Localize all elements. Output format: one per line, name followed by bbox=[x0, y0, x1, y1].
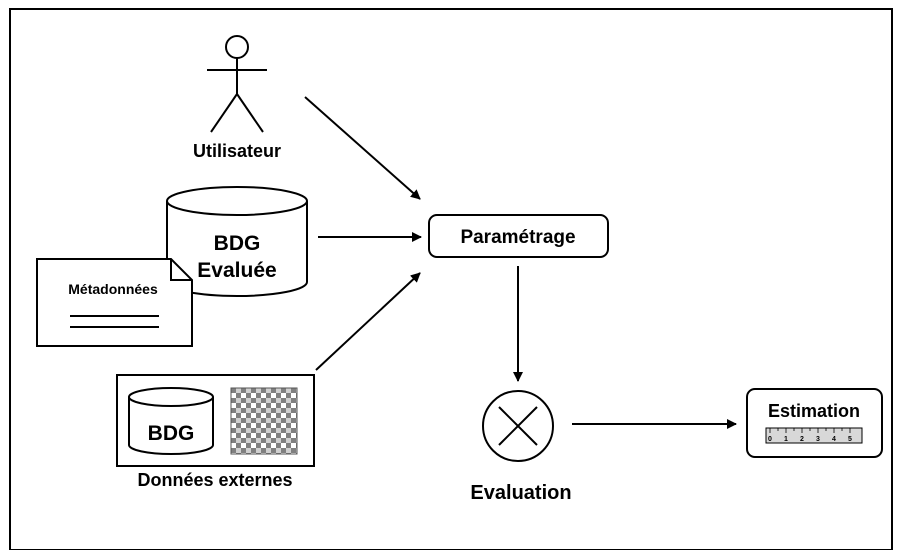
ruler-tick-label: 0 bbox=[768, 436, 772, 443]
ruler-tick-label: 1 bbox=[784, 436, 788, 443]
external-db-icon bbox=[128, 387, 214, 455]
estimation-label: Estimation bbox=[768, 401, 860, 421]
ruler-tick-label: 3 bbox=[816, 436, 820, 443]
evaluation-label: Evaluation bbox=[470, 482, 571, 504]
parametrage-box bbox=[428, 214, 609, 258]
raster-grid-icon bbox=[230, 387, 298, 455]
ruler-tick-label: 2 bbox=[800, 436, 804, 443]
ruler-icon: 0 1 2 3 4 5 bbox=[765, 427, 863, 444]
metadata-document-icon bbox=[36, 258, 193, 347]
ruler-tick-label: 5 bbox=[848, 436, 852, 443]
metadata-label: Métadonnées bbox=[68, 281, 158, 297]
evaluation-x-icon bbox=[482, 390, 554, 462]
db-evaluee-title: BDG bbox=[214, 232, 261, 255]
external-db-label: BDG bbox=[148, 422, 195, 445]
arrow-user-to-param bbox=[304, 96, 421, 200]
actor-label: Utilisateur bbox=[193, 141, 281, 161]
ruler-tick-label: 4 bbox=[832, 436, 836, 443]
estimation-box bbox=[746, 388, 883, 458]
db-evaluee-subtitle: Evaluée bbox=[197, 259, 276, 282]
user-actor-icon bbox=[207, 35, 267, 133]
ruler-tick-labels: 0 1 2 3 4 5 bbox=[768, 436, 852, 443]
arrow-external-to-param bbox=[315, 272, 421, 371]
parametrage-label: Paramétrage bbox=[460, 227, 575, 248]
external-data-label: Données externes bbox=[137, 470, 292, 490]
